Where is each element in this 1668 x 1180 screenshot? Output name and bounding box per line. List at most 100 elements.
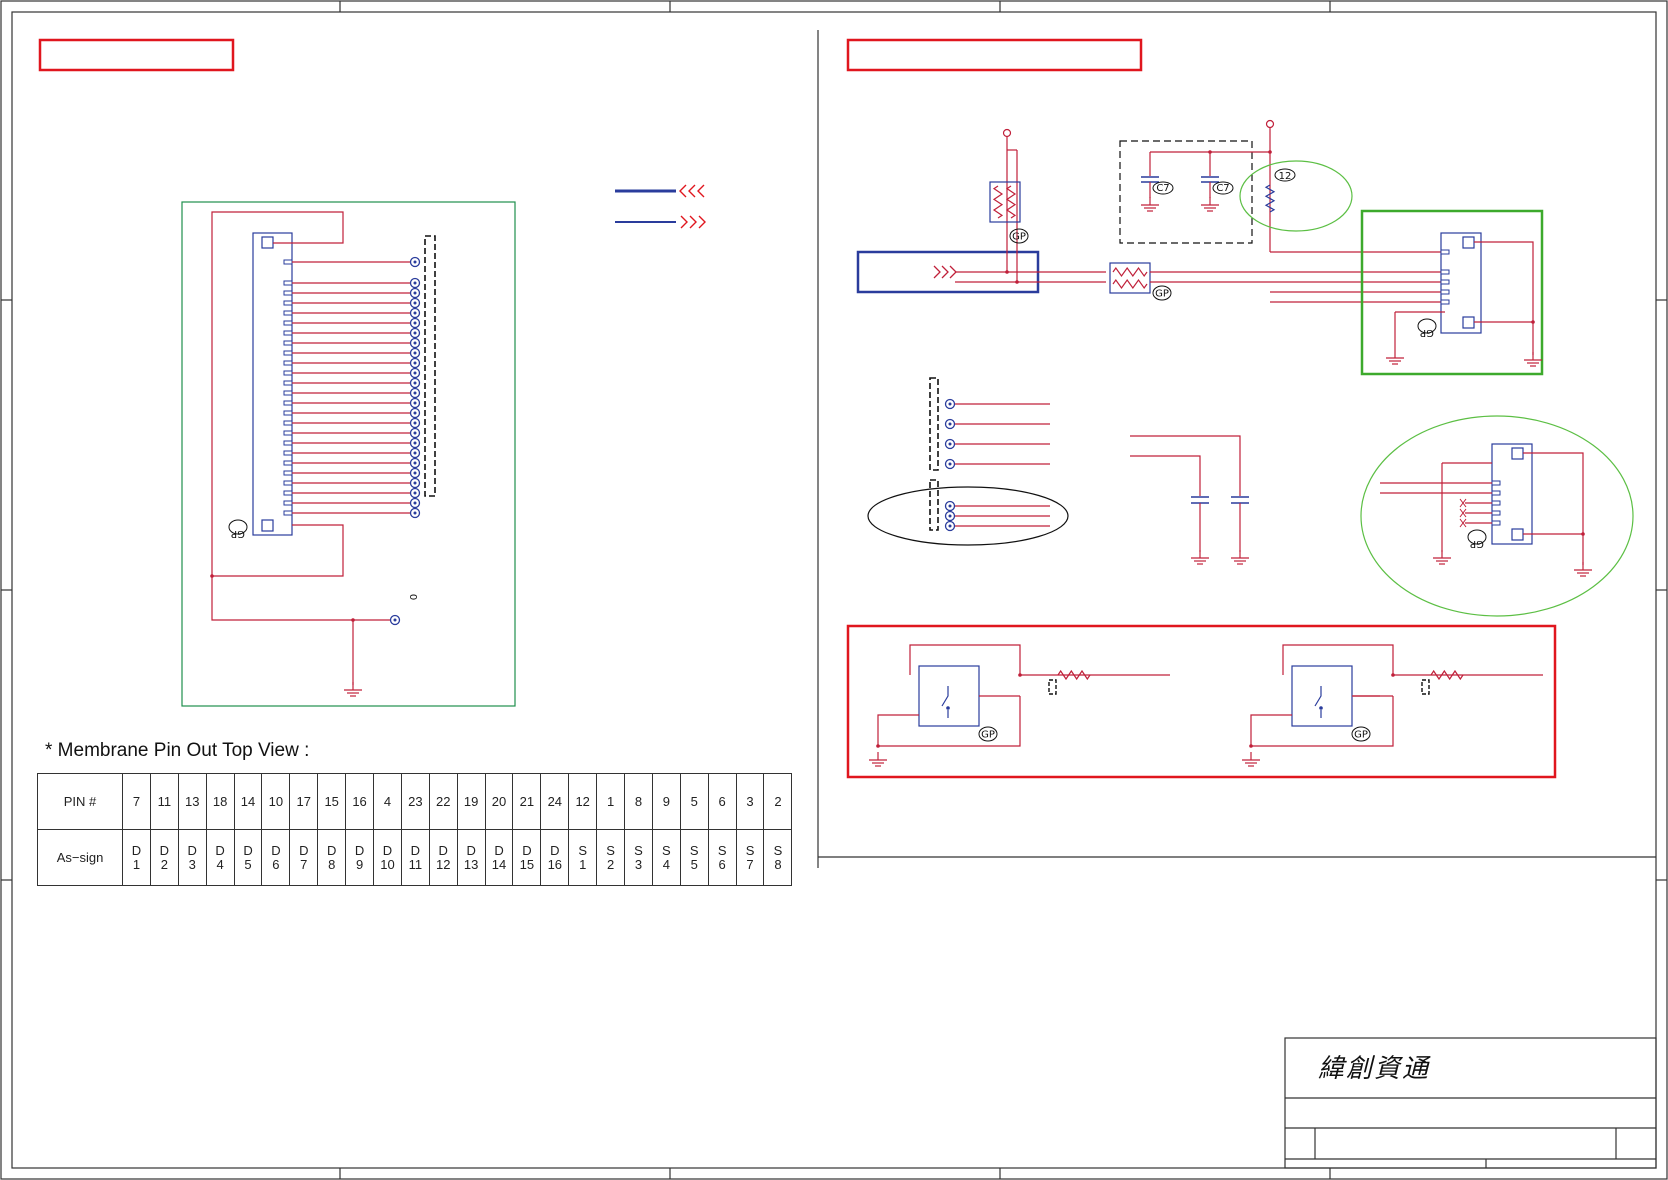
connector-pin — [283, 340, 293, 346]
test-pad-center — [413, 281, 417, 285]
connector-pin — [283, 310, 293, 316]
cap-tag: C7 — [1156, 183, 1169, 194]
connector-pin — [1491, 490, 1501, 496]
signal-letter: D — [187, 842, 197, 858]
resistor-tag — [1048, 679, 1057, 695]
pin-number-cell: 4 — [373, 773, 402, 830]
assign-header: As−sign — [37, 829, 123, 886]
signal-letter: D — [159, 842, 170, 858]
resistor-array-body — [989, 181, 1021, 223]
connector-pin — [283, 290, 293, 296]
test-pad-center — [413, 341, 417, 345]
connector-pin — [1440, 279, 1450, 285]
test-pad-center — [413, 401, 417, 405]
pin-number-cell: 8 — [624, 773, 653, 830]
wire — [1250, 696, 1394, 747]
connector-pin — [283, 350, 293, 356]
test-pad — [409, 437, 421, 449]
signal-letter: D — [299, 842, 309, 858]
connector-pin — [283, 450, 293, 456]
test-pad-center — [948, 462, 952, 466]
test-pad-center — [413, 311, 417, 315]
shield-wire — [212, 524, 344, 577]
pin-header: PIN # — [37, 773, 123, 830]
connector-pin — [283, 259, 293, 265]
pin-number-cell: 1 — [596, 773, 626, 830]
signal-letter: D — [243, 842, 253, 858]
test-pad — [409, 357, 421, 369]
test-pad-center — [393, 618, 397, 622]
test-pad-center — [413, 501, 417, 505]
connector-pin — [283, 420, 293, 426]
connector-pin — [283, 500, 293, 506]
wire — [1130, 435, 1241, 496]
right-section-title-box — [846, 38, 1143, 72]
signal-letter: D — [215, 842, 225, 858]
test-pad-center — [948, 442, 952, 446]
resistor — [1264, 184, 1276, 213]
pin-number-cell: 15 — [317, 773, 347, 830]
test-pad-center — [413, 421, 417, 425]
power-terminal — [1002, 128, 1012, 138]
pin-number-cell: 10 — [261, 773, 291, 830]
gp-tag: GP — [1155, 289, 1169, 300]
test-pad-center — [413, 321, 417, 325]
series-resistor — [1057, 669, 1091, 681]
test-pad-center — [413, 431, 417, 435]
pin-number-cell: 21 — [512, 773, 542, 830]
connector-mount-pad — [1462, 316, 1475, 329]
wire — [1282, 644, 1394, 675]
signal-index: 8 — [774, 856, 782, 872]
test-pad — [409, 427, 421, 439]
no-connect-mark — [1459, 508, 1467, 518]
gp-tag: GP — [1420, 327, 1434, 338]
test-pad-center — [413, 331, 417, 335]
signal-letter: S — [773, 842, 783, 858]
junction — [876, 744, 880, 748]
connector-pin — [283, 370, 293, 376]
pin-number-cell: 2 — [763, 773, 793, 830]
connector-pin — [1440, 299, 1450, 305]
junction — [1268, 150, 1272, 154]
connector-pin — [1491, 500, 1501, 506]
pin-number-cell: 20 — [484, 773, 514, 830]
switch-body — [918, 665, 980, 727]
pin-number-cell: 13 — [177, 773, 207, 830]
gp-tag: GP — [1012, 232, 1026, 243]
resistor-tag: 12 — [1279, 171, 1292, 182]
gp-tag-ring — [1417, 318, 1437, 334]
pin-number-cell: 22 — [428, 773, 458, 830]
connector-pin — [1491, 520, 1501, 526]
pin-number-cell: 14 — [233, 773, 263, 830]
signal-letter: D — [550, 842, 560, 858]
usb-connector-box — [1360, 209, 1544, 376]
highlight-ellipse — [867, 486, 1069, 546]
signal-letter: D — [271, 842, 281, 858]
test-pad — [409, 377, 421, 389]
signal-index: 5 — [244, 856, 252, 872]
gp-tag-ring — [978, 726, 998, 742]
signal-letter: S — [578, 842, 588, 858]
connector-mount-pad — [261, 519, 274, 532]
test-pad-center — [413, 391, 417, 395]
highlight-ellipse — [1239, 160, 1353, 232]
connector-pin — [283, 460, 293, 466]
pin-number-cell: 19 — [456, 773, 486, 830]
connector-pin — [1440, 249, 1450, 255]
signal-letter: S — [662, 842, 671, 858]
signal-letter: S — [745, 842, 755, 858]
gp-tag-ring — [1009, 228, 1029, 244]
gp-tag-ring — [228, 519, 248, 535]
pin-number-cell: 7 — [122, 773, 151, 830]
signal-index: 6 — [272, 856, 280, 872]
test-pad-center — [413, 441, 417, 445]
